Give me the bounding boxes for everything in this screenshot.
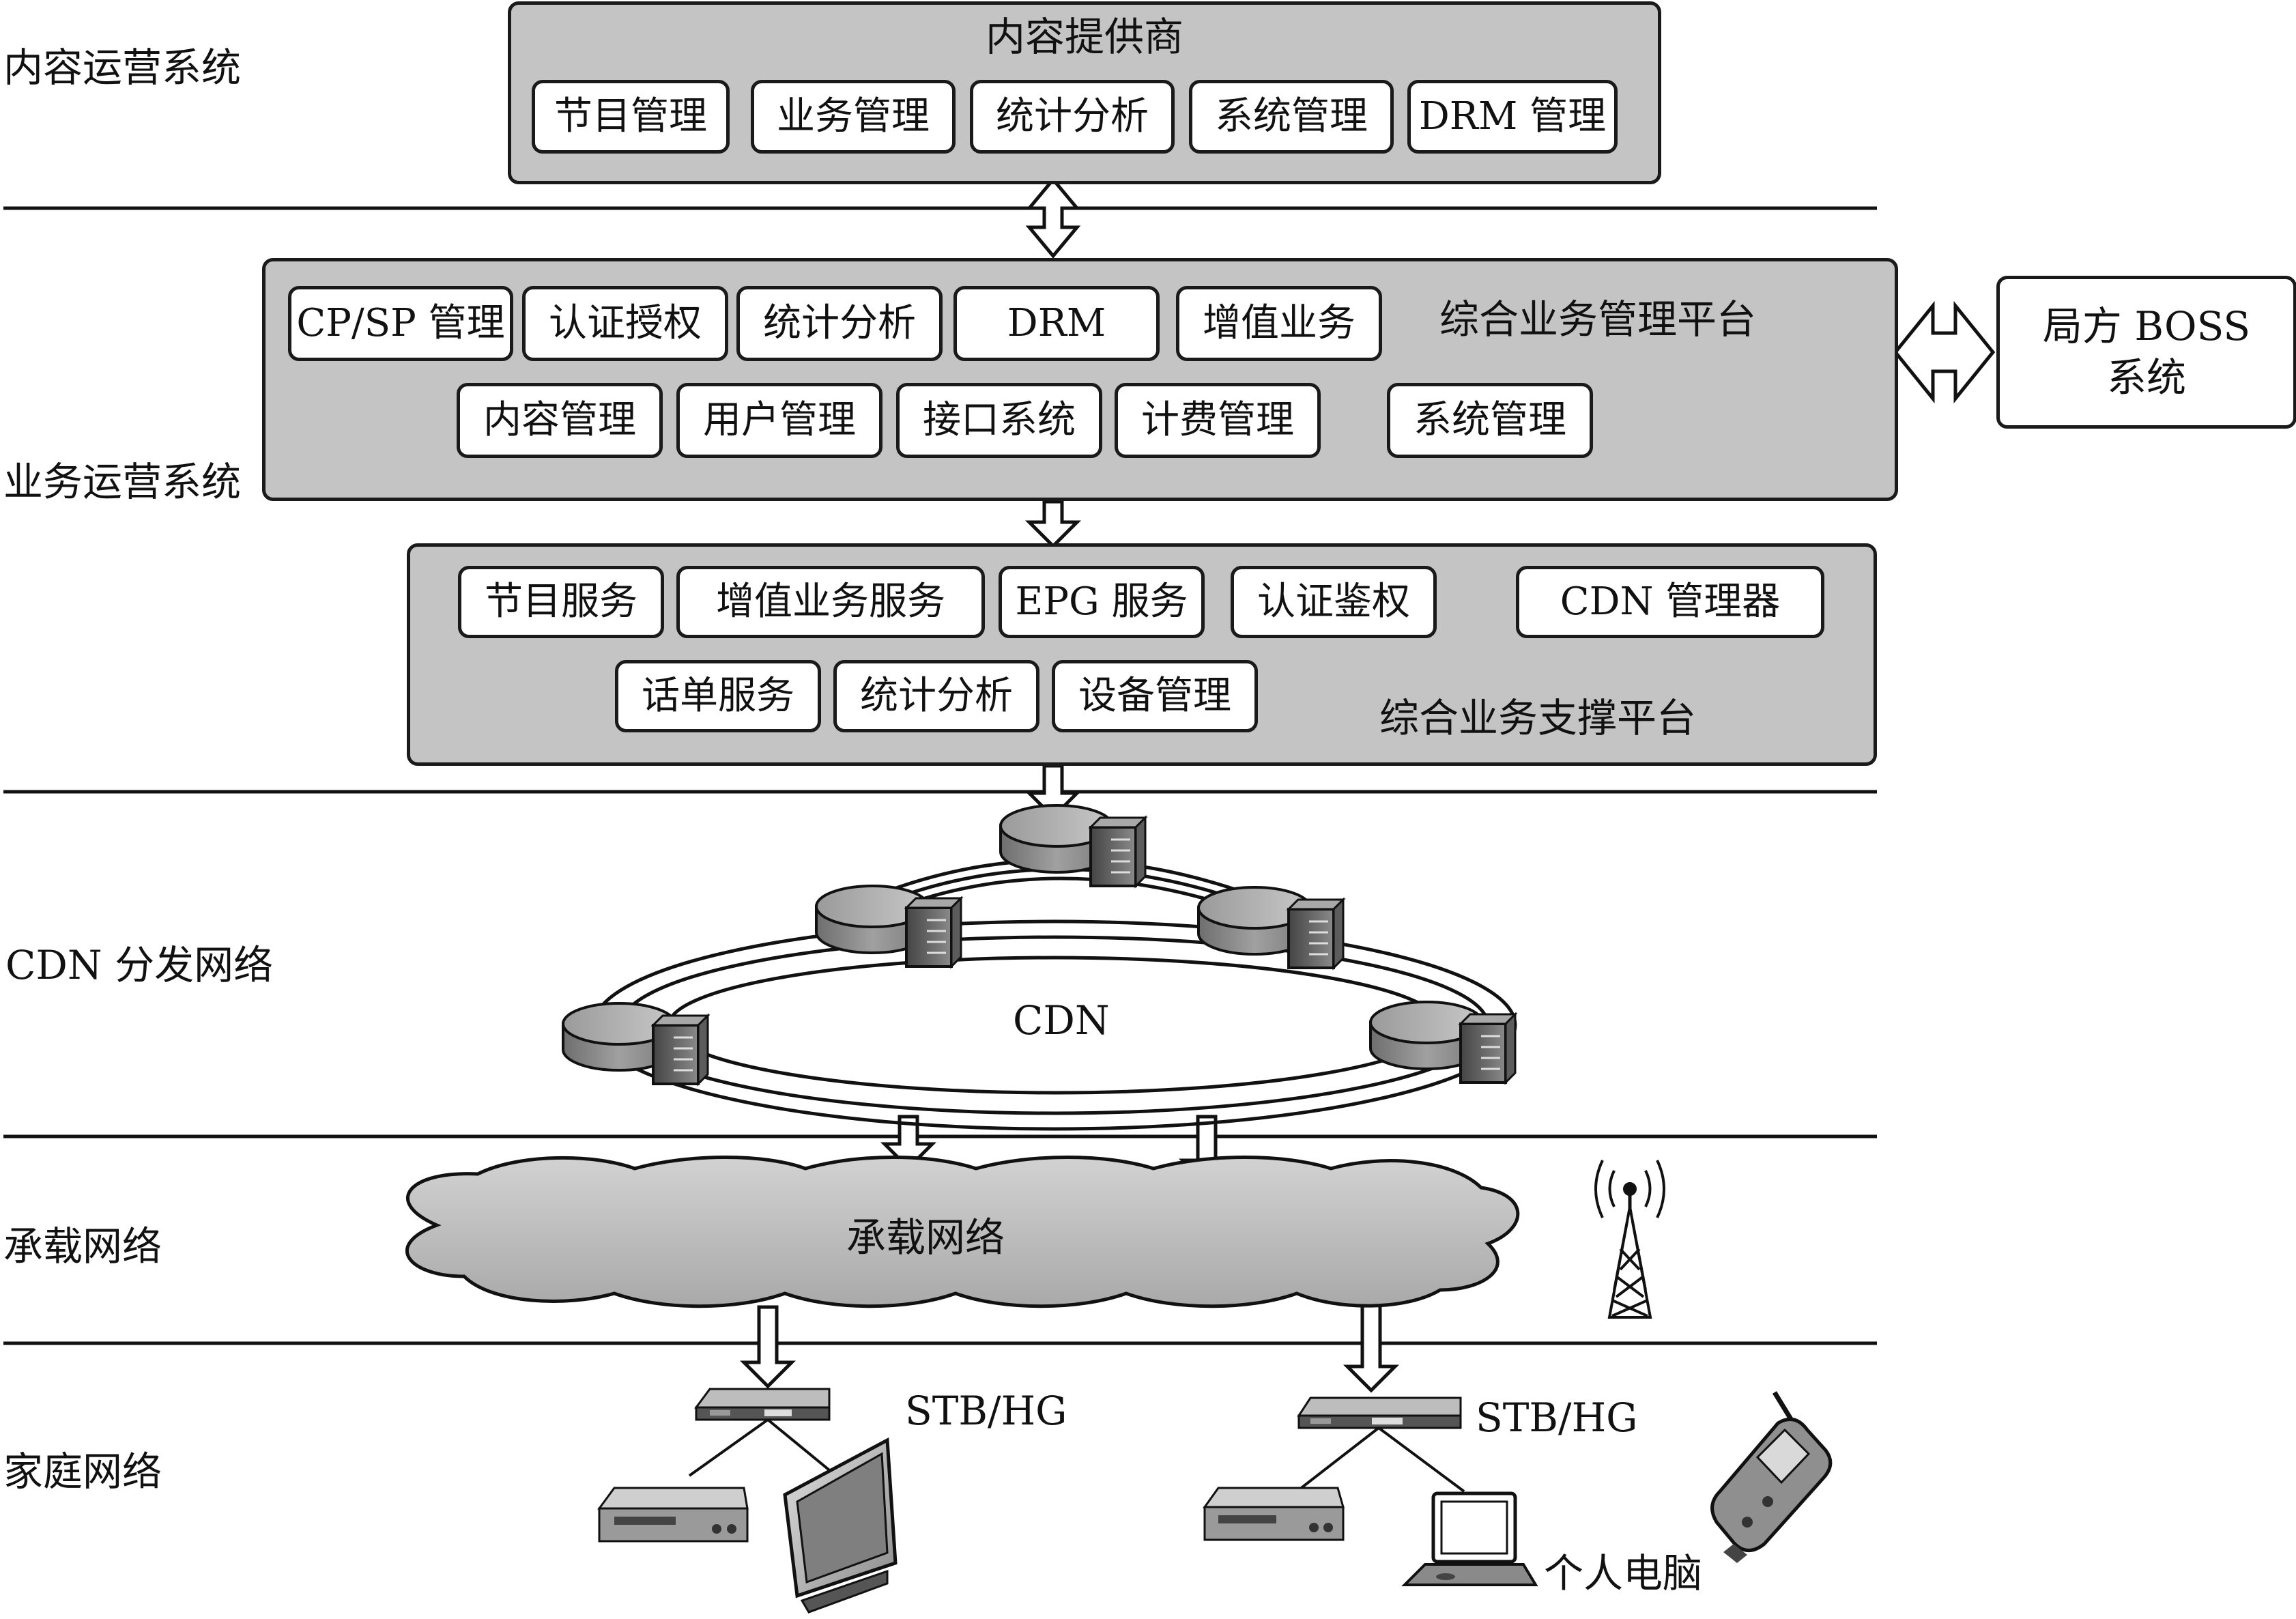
cdn-label: CDN [1013, 997, 1110, 1044]
cdn-server-node [562, 1002, 711, 1087]
cdn-server-node [815, 885, 964, 969]
layer-label-content-ops: 内容运营系统 [3, 44, 242, 91]
wireless-tower-icon [1594, 1160, 1665, 1319]
stb-left-icon [694, 1388, 831, 1421]
boss-line2: 系统 [2106, 354, 2186, 401]
layer-label-home-network: 家庭网络 [3, 1448, 162, 1495]
laptop-icon [1401, 1491, 1538, 1586]
mgmt-platform-title: 综合业务管理平台 [1439, 296, 1757, 343]
module-epg-service: EPG 服务 [999, 566, 1205, 638]
content-provider-panel: 内容提供商 节目管理 业务管理 统计分析 系统管理 DRM 管理 [508, 1, 1661, 184]
module-cpsp-mgmt: CP/SP 管理 [288, 286, 513, 361]
mgmt-platform-panel: CP/SP 管理 认证授权 统计分析 DRM 增值业务 综合业务管理平台 内容管… [262, 258, 1898, 501]
arrow-bearer-home-2 [1343, 1295, 1400, 1393]
layer-label-service-ops: 业务运营系统 [3, 459, 242, 505]
module-program-mgmt: 节目管理 [532, 80, 730, 154]
module-cdr-service: 话单服务 [615, 660, 821, 732]
module-authentication: 认证鉴权 [1231, 566, 1437, 638]
cdn-server-node [1197, 886, 1346, 971]
module-value-added-service: 增值业务服务 [676, 566, 985, 638]
module-content-mgmt: 内容管理 [457, 383, 663, 458]
home-devices [597, 1388, 1833, 1614]
player-right-icon [1203, 1487, 1345, 1541]
separator-lines [3, 206, 1877, 1345]
module-program-service: 节目服务 [458, 566, 664, 638]
cdn-server-nodes [562, 804, 1518, 1087]
module-auth: 认证授权 [522, 286, 728, 361]
module-drm: DRM [953, 286, 1160, 361]
module-billing-mgmt: 计费管理 [1115, 383, 1321, 458]
stb-right-icon [1297, 1396, 1462, 1429]
layer-label-cdn-network: CDN 分发网络 [5, 942, 274, 988]
boss-line1: 局方 BOSS [2042, 302, 2251, 349]
module-statistics-2: 统计分析 [736, 286, 943, 361]
module-interface-system: 接口系统 [896, 383, 1102, 458]
arrow-mgmt-support [1024, 500, 1082, 549]
module-statistics-3: 统计分析 [833, 660, 1039, 732]
mobile-phone-icon [1710, 1391, 1833, 1563]
cdn-server-node [999, 804, 1148, 889]
module-device-mgmt: 设备管理 [1052, 660, 1258, 732]
double-arrow-cp-mgmt [1025, 177, 1081, 259]
stb-left-label: STB/HG [905, 1388, 1067, 1434]
bearer-network-cloud [405, 1156, 1520, 1308]
support-platform-panel: 节目服务 增值业务服务 EPG 服务 认证鉴权 CDN 管理器 话单服务 统计分… [407, 543, 1877, 766]
support-platform-title: 综合业务支撑平台 [1379, 695, 1697, 741]
cdn-server-node [1369, 1001, 1518, 1085]
boss-system-box: 局方 BOSS 系统 [1996, 276, 2296, 429]
module-system-mgmt: 系统管理 [1189, 80, 1394, 154]
double-arrow-boss [1893, 300, 1996, 404]
pc-label: 个人电脑 [1544, 1550, 1703, 1596]
tv-icon [783, 1437, 898, 1614]
stb-right-label: STB/HG [1476, 1394, 1638, 1441]
bearer-cloud-label: 承载网络 [846, 1214, 1005, 1261]
module-user-mgmt: 用户管理 [676, 383, 882, 458]
module-business-mgmt: 业务管理 [751, 80, 956, 154]
arrow-cdn-bearer-1 [880, 1115, 937, 1171]
module-cdn-manager: CDN 管理器 [1516, 566, 1824, 638]
module-drm-mgmt: DRM 管理 [1407, 80, 1618, 154]
content-provider-title: 内容提供商 [985, 14, 1183, 60]
module-system-mgmt-2: 系统管理 [1387, 383, 1593, 458]
arrow-bearer-home-1 [739, 1305, 797, 1389]
module-value-added: 增值业务 [1176, 286, 1382, 361]
layer-label-bearer-network: 承载网络 [3, 1223, 162, 1270]
cdn-rings [592, 858, 1517, 1131]
player-left-icon [597, 1487, 749, 1543]
module-statistics: 统计分析 [970, 80, 1175, 154]
